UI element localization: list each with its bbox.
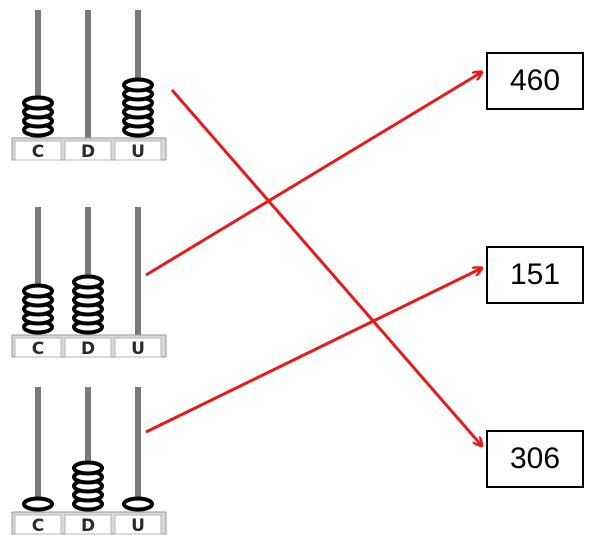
matching-arrow[interactable] (170, 89, 482, 446)
place-label-c: C (32, 339, 44, 359)
abacus-rod (85, 10, 91, 138)
place-label-c: C (32, 142, 44, 162)
abacus-rod (135, 207, 141, 335)
place-label-d: D (81, 142, 95, 162)
abacus-bead (22, 95, 54, 111)
abacus-bead (72, 274, 104, 290)
number-box-151[interactable]: 151 (486, 246, 584, 304)
place-label-d: D (81, 339, 95, 359)
number-label: 306 (509, 442, 561, 475)
number-box-306[interactable]: 306 (486, 430, 584, 488)
number-label: 151 (509, 258, 561, 291)
number-label: 460 (509, 64, 561, 97)
matching-arrow[interactable] (145, 268, 482, 434)
abacus-rod (135, 387, 141, 512)
abacus-rod (85, 207, 91, 335)
number-box-460[interactable]: 460 (486, 52, 584, 110)
place-label-c: C (32, 516, 44, 535)
abacus-rod (135, 10, 141, 138)
matching-arrow[interactable] (145, 72, 482, 277)
abacus-bead (72, 460, 104, 476)
place-label-d: D (81, 516, 95, 535)
abacus-bead (122, 496, 154, 512)
abacus-rod (35, 10, 41, 138)
place-label-u: U (131, 142, 145, 162)
place-label-u: U (131, 339, 145, 359)
abacus-bead (22, 283, 54, 299)
abacus-rod (85, 387, 91, 512)
abacus-bead (22, 496, 54, 512)
abacus-bead (122, 77, 154, 93)
abacus-rod (35, 207, 41, 335)
place-label-u: U (131, 516, 145, 535)
abacus-rod (35, 387, 41, 512)
